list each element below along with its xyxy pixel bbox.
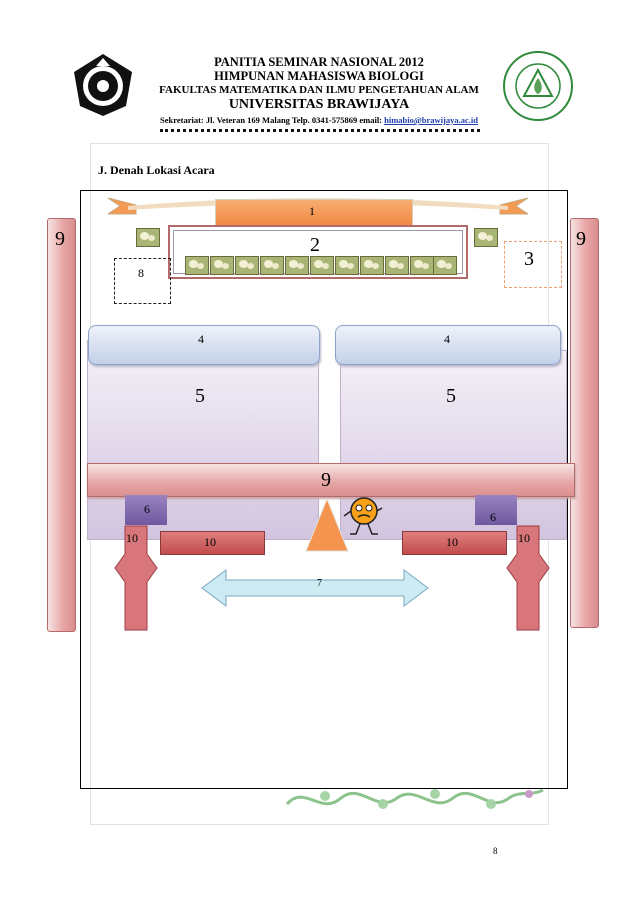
panel-left bbox=[88, 325, 320, 365]
seating-block-right-label: 5 bbox=[446, 385, 456, 407]
pillar-right-label: 9 bbox=[576, 228, 586, 250]
email-link[interactable]: himabio@brawijaya.ac.id bbox=[384, 115, 478, 125]
badge-text: Himpunan Mahasiswa Biologi Universitas B… bbox=[502, 50, 503, 51]
university-seal-icon bbox=[74, 54, 132, 116]
panel-right-label: 4 bbox=[444, 332, 450, 346]
bar-left-inner-label: 10 bbox=[204, 535, 216, 549]
pillar-right bbox=[570, 218, 599, 628]
column-left bbox=[125, 495, 167, 525]
header-line2: HIMPUNAN MAHASISWA BIOLOGI bbox=[214, 69, 424, 83]
double-arrow-vertical-icon bbox=[506, 525, 550, 631]
arrow-left-outer-label: 10 bbox=[126, 531, 138, 545]
panel-right bbox=[335, 325, 561, 365]
logo-right: Himpunan Mahasiswa Biologi Universitas B… bbox=[502, 50, 574, 122]
center-bar-label: 9 bbox=[321, 469, 331, 491]
header-line1: PANITIA SEMINAR NASIONAL 2012 bbox=[214, 55, 424, 69]
dashed-box-3-label: 3 bbox=[524, 248, 534, 270]
flower-pot-icon bbox=[360, 256, 384, 275]
dashed-box-8 bbox=[114, 258, 171, 304]
header-line4: UNIVERSITAS BRAWIJAYA bbox=[228, 97, 410, 112]
flower-pot-icon bbox=[310, 256, 334, 275]
column-right bbox=[475, 495, 517, 525]
double-arrow-horizontal-icon bbox=[201, 569, 429, 607]
page-number: 8 bbox=[493, 846, 498, 856]
center-bar bbox=[87, 463, 575, 497]
seating-block-left bbox=[87, 340, 319, 540]
flower-pot-icon bbox=[235, 256, 259, 275]
double-arrow-vertical-icon bbox=[114, 525, 158, 631]
floral-ornament-icon bbox=[285, 788, 544, 809]
dashed-box-3 bbox=[504, 241, 562, 288]
pillar-left-label: 9 bbox=[55, 228, 65, 250]
flower-pot-icon bbox=[335, 256, 359, 275]
himabio-badge-icon bbox=[503, 51, 573, 121]
seating-block-left-label: 5 bbox=[195, 385, 205, 407]
stage-label: 1 bbox=[309, 204, 315, 218]
bar-left-inner bbox=[160, 531, 265, 555]
header-dotted-rule bbox=[160, 129, 480, 132]
flower-pot-icon bbox=[385, 256, 409, 275]
column-right-label: 6 bbox=[490, 510, 496, 524]
stage-block bbox=[215, 199, 413, 226]
dashed-box-8-label: 8 bbox=[138, 266, 144, 280]
pillar-left bbox=[47, 218, 76, 632]
header-line3: FAKULTAS MATEMATIKA DAN ILMU PENGETAHUAN… bbox=[159, 84, 479, 96]
flower-pot-icon bbox=[136, 228, 160, 247]
triangle-marker-icon bbox=[305, 497, 349, 552]
flower-pot-icon bbox=[410, 256, 434, 275]
flower-pot-icon bbox=[185, 256, 209, 275]
address-text: Sekretariat: Jl. Veteran 169 Malang Telp… bbox=[160, 115, 385, 125]
arrow-right-outer-label: 10 bbox=[518, 531, 530, 545]
flower-pot-icon bbox=[285, 256, 309, 275]
bar-right-inner-label: 10 bbox=[446, 535, 458, 549]
flower-row bbox=[185, 256, 457, 275]
horizontal-arrow-label: 7 bbox=[317, 578, 322, 589]
flower-pot-icon bbox=[210, 256, 234, 275]
bar-right-inner bbox=[402, 531, 507, 555]
flower-pot-icon bbox=[474, 228, 498, 247]
flower-pot-icon bbox=[433, 256, 457, 275]
column-left-label: 6 bbox=[144, 502, 150, 516]
flower-area-label: 2 bbox=[310, 234, 320, 256]
logo-left bbox=[70, 52, 136, 118]
flower-pot-icon bbox=[260, 256, 284, 275]
cartoon-person-icon bbox=[343, 497, 383, 535]
header-address: Sekretariat: Jl. Veteran 169 Malang Telp… bbox=[0, 115, 638, 125]
panel-left-label: 4 bbox=[198, 332, 204, 346]
section-title: J. Denah Lokasi Acara bbox=[98, 163, 215, 177]
flower-area-frame bbox=[168, 225, 468, 279]
